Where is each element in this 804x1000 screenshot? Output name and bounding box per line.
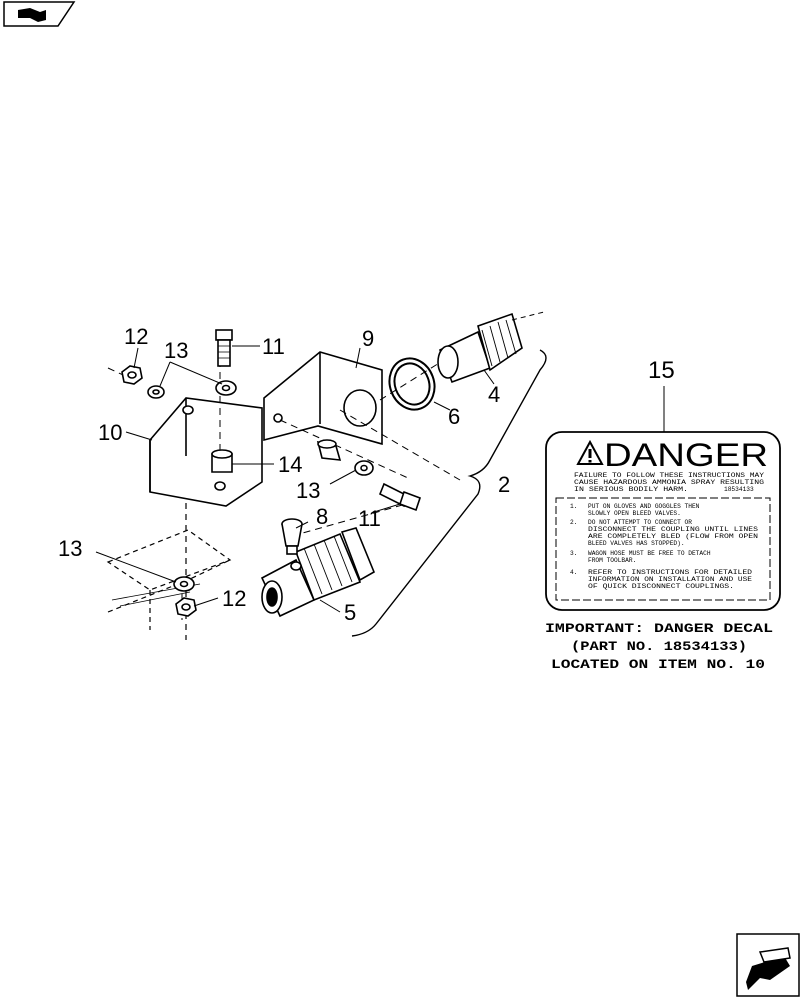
callout-11-bottom: 11 [358, 506, 381, 531]
mounting-bracket-item-10 [149, 397, 263, 507]
callout-8: 8 [316, 504, 328, 529]
decal-part-number: 18534133 [724, 486, 754, 493]
decal-warning-line-3: IN SERIOUS BODILY HARM. [574, 486, 688, 493]
assembly-brace-item-2 [351, 349, 547, 637]
washer-item-13-a [147, 385, 165, 399]
callout-6: 6 [448, 404, 460, 429]
leader-lines [95, 345, 665, 613]
callout-13-right: 13 [296, 478, 320, 503]
decal-caption-line-3: LOCATED ON ITEM NO. 10 [551, 657, 765, 672]
washer-item-13-bottom [173, 576, 195, 592]
decal-item-2-line-4: BLEED VALVES HAS STOPPED). [588, 540, 685, 547]
callout-12-top: 12 [124, 324, 148, 349]
decal-item-3-line-2: FROM TOOLBAR. [588, 557, 636, 564]
callout-14: 14 [278, 452, 302, 477]
callout-10: 10 [98, 420, 122, 445]
decal-item-3-num: 3. [570, 550, 577, 557]
decal-item-4-line-2: INFORMATION ON INSTALLATION AND USE [588, 576, 752, 583]
washer-item-13-c [354, 460, 374, 476]
callout-13-bottom: 13 [58, 536, 82, 561]
callout-12-bottom: 12 [222, 586, 246, 611]
decal-item-3-line-1: WAGON HOSE MUST BE FREE TO DETACH [588, 550, 711, 557]
decal-item-1-line-1: PUT ON GLOVES AND GOGGLES THEN [588, 503, 700, 510]
callout-4: 4 [488, 382, 500, 407]
callout-9: 9 [362, 326, 374, 351]
washer-item-13-b [215, 380, 237, 396]
danger-decal-item-15: DANGER FAILURE TO FOLLOW THESE INSTRUCTI… [545, 431, 781, 611]
decal-item-4-line-3: OF QUICK DISCONNECT COUPLINGS. [588, 583, 734, 590]
decal-item-2-line-2: DISCONNECT THE COUPLING UNTIL LINES [588, 526, 758, 533]
decal-item-2-line-1: DO NOT ATTEMPT TO CONNECT OR [588, 519, 692, 526]
callout-5: 5 [344, 600, 356, 625]
decal-item-1-num: 1. [570, 503, 577, 510]
spacer-item-14-right [316, 439, 342, 461]
coupler-bracket-item-9 [263, 351, 383, 446]
callout-13-top: 13 [164, 338, 188, 363]
decal-item-4-line-1: REFER TO INSTRUCTIONS FOR DETAILED [588, 569, 752, 576]
decal-caption-line-2: (PART NO. 18534133) [571, 639, 747, 654]
spacer-item-14-left [211, 449, 233, 473]
decal-item-4-num: 4. [570, 569, 577, 576]
decal-item-2-num: 2. [570, 519, 577, 526]
warning-triangle-icon [576, 439, 604, 465]
bolt-item-11-top [215, 329, 233, 367]
coupler-half-item-4 [437, 311, 545, 384]
next-page-arrow-icon[interactable] [736, 933, 800, 997]
bolt-item-11-bottom [378, 482, 422, 512]
callout-11-top: 11 [262, 334, 285, 359]
decal-item-1-line-2: SLOWLY OPEN BLEED VALVES. [588, 510, 681, 517]
decal-heading: DANGER [604, 437, 768, 473]
decal-caption-line-1: IMPORTANT: DANGER DECAL [545, 621, 773, 636]
callout-2: 2 [498, 472, 510, 497]
coupler-half-item-5 [260, 527, 376, 618]
assembly-lines [107, 359, 461, 620]
callout-15: 15 [648, 357, 675, 384]
decal-warning-line-2: CAUSE HAZARDOUS AMMONIA SPRAY RESULTING [574, 479, 764, 486]
prev-page-arrow-icon[interactable] [3, 1, 76, 27]
bleed-valve-item-8 [281, 518, 303, 555]
o-ring-item-6 [388, 357, 436, 411]
decal-item-2-line-3: ARE COMPLETELY BLED (FLOW FROM OPEN [588, 533, 758, 540]
hex-nut-item-12-top [121, 365, 143, 385]
hex-nut-item-12-bottom [175, 597, 197, 617]
decal-warning-line-1: FAILURE TO FOLLOW THESE INSTRUCTIONS MAY [574, 472, 764, 479]
